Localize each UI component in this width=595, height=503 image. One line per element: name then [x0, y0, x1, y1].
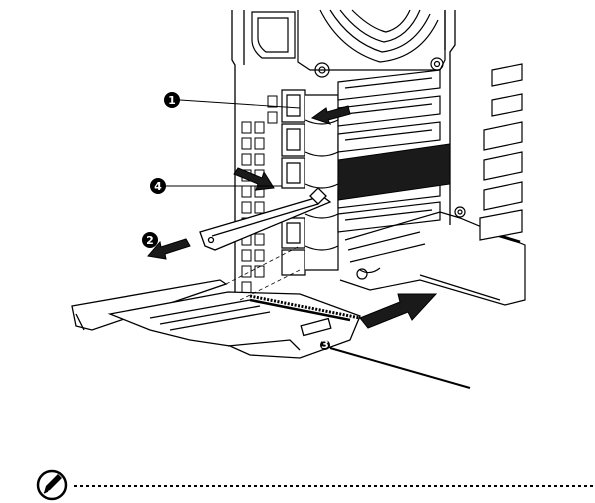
- callout-1: 1: [164, 92, 180, 108]
- svg-text:1: 1: [168, 94, 176, 107]
- pci-card: [72, 280, 360, 358]
- drive-bays: [480, 64, 522, 240]
- callout-4: 4: [150, 178, 166, 194]
- vent-grid: [242, 96, 277, 293]
- fan-icon: [252, 10, 445, 77]
- svg-text:4: 4: [154, 180, 162, 193]
- callout-2: 2: [142, 232, 158, 248]
- svg-text:3: 3: [321, 338, 329, 351]
- note-pen-icon: [38, 471, 66, 499]
- card-guide-rail: [330, 348, 470, 388]
- callout-3: 3: [320, 338, 330, 351]
- retention-clips: [282, 90, 305, 275]
- svg-text:2: 2: [146, 234, 154, 247]
- arrow-insert-card-icon: [360, 294, 436, 328]
- arrow-lever-icon: [234, 168, 274, 190]
- callout-leader-lines: [166, 100, 300, 186]
